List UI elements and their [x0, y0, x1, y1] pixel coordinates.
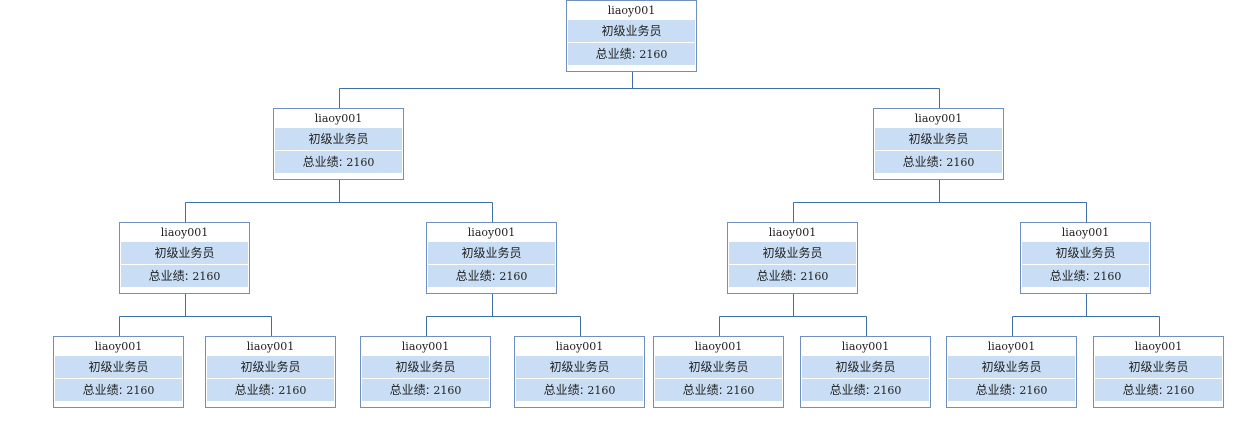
total-performance: 总业绩: 2160 — [729, 265, 856, 287]
total-performance: 总业绩: 2160 — [948, 379, 1075, 401]
member-level: 初级业务员 — [121, 242, 248, 264]
performance-label: 总业绩: — [82, 383, 127, 397]
total-performance: 总业绩: 2160 — [875, 151, 1002, 173]
total-performance: 总业绩: 2160 — [1022, 265, 1149, 287]
total-performance: 总业绩: 2160 — [516, 379, 643, 401]
performance-label: 总业绩: — [543, 383, 588, 397]
performance-value: 2160 — [1093, 270, 1122, 283]
member-level: 初级业务员 — [802, 356, 929, 378]
member-name: liaoy001 — [428, 224, 555, 242]
member-name: liaoy001 — [362, 338, 489, 356]
total-performance: 总业绩: 2160 — [55, 379, 182, 401]
member-name: liaoy001 — [1022, 224, 1149, 242]
member-level: 初级业务员 — [516, 356, 643, 378]
member-name: liaoy001 — [1095, 338, 1222, 356]
member-name: liaoy001 — [729, 224, 856, 242]
performance-label: 总业绩: — [682, 383, 727, 397]
member-level: 初级业务员 — [275, 128, 402, 150]
performance-label: 总业绩: — [595, 47, 640, 61]
member-name: liaoy001 — [55, 338, 182, 356]
performance-label: 总业绩: — [302, 155, 347, 169]
performance-label: 总业绩: — [756, 269, 801, 283]
member-level: 初级业务员 — [568, 20, 695, 42]
total-performance: 总业绩: 2160 — [362, 379, 489, 401]
performance-value: 2160 — [278, 384, 307, 397]
performance-label: 总业绩: — [389, 383, 434, 397]
performance-value: 2160 — [346, 156, 375, 169]
member-level: 初级业务员 — [729, 242, 856, 264]
member-name: liaoy001 — [875, 110, 1002, 128]
performance-value: 2160 — [1166, 384, 1195, 397]
member-level: 初级业务员 — [875, 128, 1002, 150]
performance-value: 2160 — [946, 156, 975, 169]
performance-label: 总业绩: — [1049, 269, 1094, 283]
performance-value: 2160 — [873, 384, 902, 397]
member-name: liaoy001 — [568, 2, 695, 20]
total-performance: 总业绩: 2160 — [275, 151, 402, 173]
total-performance: 总业绩: 2160 — [428, 265, 555, 287]
performance-value: 2160 — [726, 384, 755, 397]
performance-value: 2160 — [433, 384, 462, 397]
member-name: liaoy001 — [121, 224, 248, 242]
member-level: 初级业务员 — [55, 356, 182, 378]
member-name: liaoy001 — [655, 338, 782, 356]
total-performance: 总业绩: 2160 — [802, 379, 929, 401]
performance-label: 总业绩: — [234, 383, 279, 397]
member-level: 初级业务员 — [207, 356, 334, 378]
member-level: 初级业务员 — [948, 356, 1075, 378]
total-performance: 总业绩: 2160 — [655, 379, 782, 401]
member-name: liaoy001 — [207, 338, 334, 356]
total-performance: 总业绩: 2160 — [207, 379, 334, 401]
member-level: 初级业务员 — [362, 356, 489, 378]
performance-value: 2160 — [126, 384, 155, 397]
performance-label: 总业绩: — [975, 383, 1020, 397]
member-level: 初级业务员 — [1095, 356, 1222, 378]
performance-value: 2160 — [499, 270, 528, 283]
performance-value: 2160 — [587, 384, 616, 397]
performance-label: 总业绩: — [829, 383, 874, 397]
performance-value: 2160 — [192, 270, 221, 283]
total-performance: 总业绩: 2160 — [121, 265, 248, 287]
member-level: 初级业务员 — [655, 356, 782, 378]
total-performance: 总业绩: 2160 — [1095, 379, 1222, 401]
member-level: 初级业务员 — [428, 242, 555, 264]
performance-label: 总业绩: — [455, 269, 500, 283]
performance-value: 2160 — [800, 270, 829, 283]
member-name: liaoy001 — [948, 338, 1075, 356]
performance-value: 2160 — [639, 48, 668, 61]
member-name: liaoy001 — [516, 338, 643, 356]
performance-label: 总业绩: — [148, 269, 193, 283]
performance-label: 总业绩: — [1122, 383, 1167, 397]
member-level: 初级业务员 — [1022, 242, 1149, 264]
member-name: liaoy001 — [802, 338, 929, 356]
total-performance: 总业绩: 2160 — [568, 43, 695, 65]
performance-value: 2160 — [1019, 384, 1048, 397]
performance-label: 总业绩: — [902, 155, 947, 169]
member-name: liaoy001 — [275, 110, 402, 128]
